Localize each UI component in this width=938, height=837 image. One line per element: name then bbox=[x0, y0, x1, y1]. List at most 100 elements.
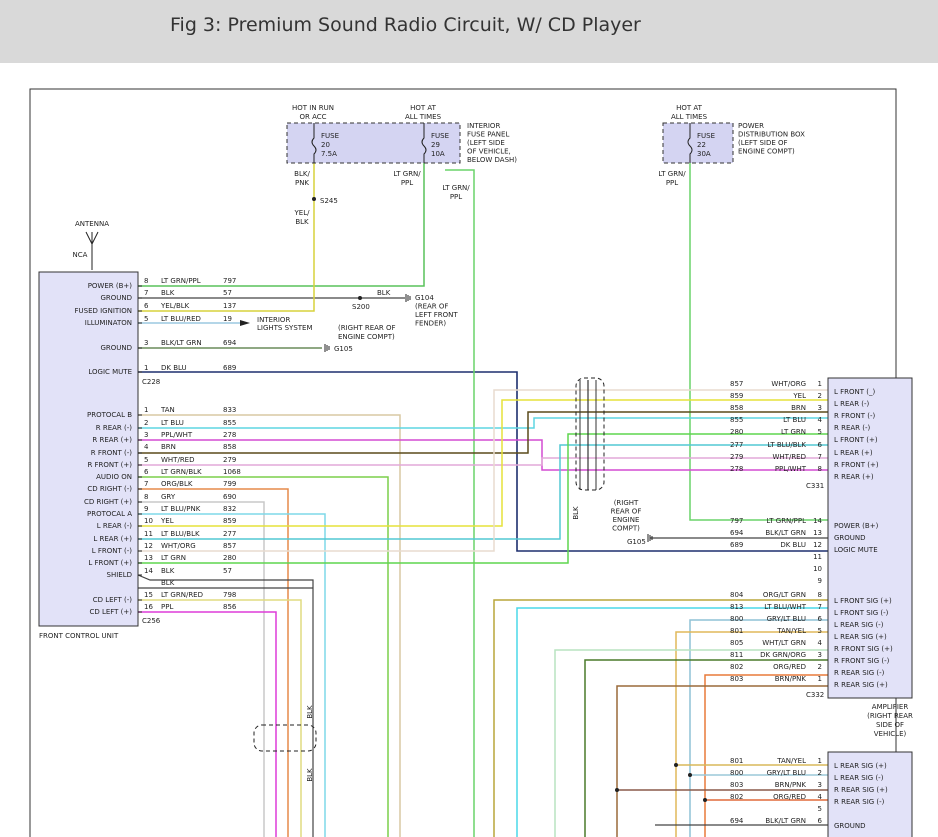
fcu-pin-label: CD RIGHT (-) bbox=[87, 485, 132, 493]
wire-color: LT GRN/PPL bbox=[161, 277, 201, 285]
wire bbox=[704, 674, 828, 837]
pin-number: 1 bbox=[144, 406, 148, 414]
wire-circuit: 1068 bbox=[223, 468, 241, 476]
wire-label: LT GRN/ bbox=[442, 184, 470, 192]
amp-pin-label: L REAR SIG (+) bbox=[834, 762, 887, 770]
fuse-label: 10A bbox=[431, 150, 445, 158]
wire bbox=[138, 444, 828, 540]
wire-circuit: 802 bbox=[730, 663, 743, 671]
hot-label: ALL TIMES bbox=[671, 113, 708, 121]
fuse-label: FUSE bbox=[321, 132, 339, 140]
wire-color: YEL/BLK bbox=[160, 302, 190, 310]
wire-circuit: 803 bbox=[730, 781, 743, 789]
power-distribution-box bbox=[662, 122, 734, 164]
pin-number: 4 bbox=[144, 443, 149, 451]
fuse-label: 22 bbox=[697, 141, 706, 149]
wire-color: BRN/PNK bbox=[775, 781, 807, 789]
fcu-pin-label: PROTOCAL B bbox=[87, 411, 132, 419]
amp-pin-label: R FRONT (-) bbox=[834, 412, 875, 420]
wire-circuit: 57 bbox=[223, 289, 232, 297]
wire-color: GRY/LT BLU bbox=[767, 769, 806, 777]
wire-color: ORG/RED bbox=[773, 663, 806, 671]
wire-color: YEL bbox=[160, 517, 174, 525]
pin-number: 3 bbox=[818, 781, 822, 789]
wire-label: BLK bbox=[377, 289, 391, 297]
pin-number: 3 bbox=[144, 431, 148, 439]
wire-circuit: 855 bbox=[223, 419, 236, 427]
fcu-pin-label: L FRONT (-) bbox=[92, 547, 133, 555]
wire-color: ORG/RED bbox=[773, 793, 806, 801]
fuse-panel-label: FUSE PANEL bbox=[467, 131, 509, 139]
pin-number: 5 bbox=[144, 456, 148, 464]
amp-pin-label: R FRONT SIG (+) bbox=[834, 645, 893, 653]
wire-circuit: 689 bbox=[223, 364, 236, 372]
wire bbox=[138, 160, 315, 312]
fcu-pin-label: CD RIGHT (+) bbox=[84, 498, 132, 506]
wire-label: BLK bbox=[572, 506, 580, 520]
wire-circuit: 858 bbox=[730, 404, 743, 412]
amplifier-label: (RIGHT REAR bbox=[867, 712, 913, 720]
figure-title: Fig 3: Premium Sound Radio Circuit, W/ C… bbox=[170, 14, 641, 36]
amp-pin-label: R REAR (-) bbox=[834, 424, 871, 432]
wire-circuit: 279 bbox=[223, 456, 236, 464]
antenna-icon bbox=[85, 231, 99, 270]
amp-pin-label: L FRONT SIG (+) bbox=[834, 597, 892, 605]
wire-label: BLK bbox=[295, 218, 309, 226]
wire-color: ORG/LT GRN bbox=[763, 591, 806, 599]
pin-number: 10 bbox=[813, 565, 822, 573]
wire-color: PPL/WHT bbox=[775, 465, 807, 473]
ground-note: REAR OF bbox=[611, 508, 642, 516]
wire-color: BRN bbox=[791, 404, 806, 412]
wire bbox=[675, 631, 828, 837]
wire-color: BLK bbox=[161, 579, 175, 587]
pin-number: 3 bbox=[818, 651, 822, 659]
wire-circuit: 279 bbox=[730, 453, 743, 461]
ground-g105 bbox=[324, 344, 330, 352]
pin-number: 5 bbox=[818, 805, 822, 813]
shield-outline bbox=[253, 724, 317, 752]
wire bbox=[138, 476, 389, 837]
pin-number: 2 bbox=[144, 419, 148, 427]
wire-label: BLK/ bbox=[294, 170, 310, 178]
amp-pin-label: R REAR SIG (-) bbox=[834, 798, 885, 806]
pin-number: 7 bbox=[144, 480, 148, 488]
pin-number: 8 bbox=[144, 493, 148, 501]
pin-number: 12 bbox=[813, 541, 822, 549]
wire-color: LT BLU bbox=[161, 419, 184, 427]
pin-number: 9 bbox=[818, 577, 822, 585]
pin-number: 2 bbox=[818, 392, 822, 400]
wire bbox=[138, 599, 302, 837]
wire-color: BRN bbox=[161, 443, 176, 451]
wire-circuit: 813 bbox=[730, 603, 743, 611]
wire-circuit: 690 bbox=[223, 493, 236, 501]
connector-label: C331 bbox=[806, 482, 824, 490]
hot-label: ALL TIMES bbox=[405, 113, 442, 121]
amplifier-label: VEHICLE) bbox=[874, 730, 907, 738]
pin-number: 3 bbox=[144, 339, 148, 347]
wire bbox=[616, 685, 828, 837]
connector-label: C332 bbox=[806, 691, 824, 699]
fcu-pin-label: LOGIC MUTE bbox=[88, 368, 132, 376]
ground-label: G105 bbox=[627, 538, 646, 546]
antenna-nca: NCA bbox=[73, 251, 88, 259]
pin-number: 6 bbox=[818, 817, 823, 825]
pdb-label: POWER bbox=[738, 122, 764, 130]
pin-number: 10 bbox=[144, 517, 153, 525]
wire-color: GRY/LT BLU bbox=[767, 615, 806, 623]
wire-circuit: 856 bbox=[223, 603, 237, 611]
wire-color: LT GRN/PPL bbox=[766, 517, 806, 525]
wire bbox=[138, 414, 401, 837]
pin-number: 6 bbox=[144, 468, 149, 476]
wire-circuit: 804 bbox=[730, 591, 744, 599]
hot-label: OR ACC bbox=[299, 113, 326, 121]
wire bbox=[584, 659, 828, 837]
wire-color: BLK/LT GRN bbox=[765, 817, 806, 825]
fuse-panel-label: INTERIOR bbox=[467, 122, 500, 130]
wire-label: PPL bbox=[450, 193, 462, 201]
wire bbox=[138, 411, 828, 454]
wire-circuit: 802 bbox=[730, 793, 743, 801]
diagram-frame bbox=[29, 88, 897, 837]
pin-number: 13 bbox=[144, 554, 153, 562]
wire bbox=[138, 160, 425, 287]
pdb-label: (LEFT SIDE OF bbox=[738, 139, 788, 147]
